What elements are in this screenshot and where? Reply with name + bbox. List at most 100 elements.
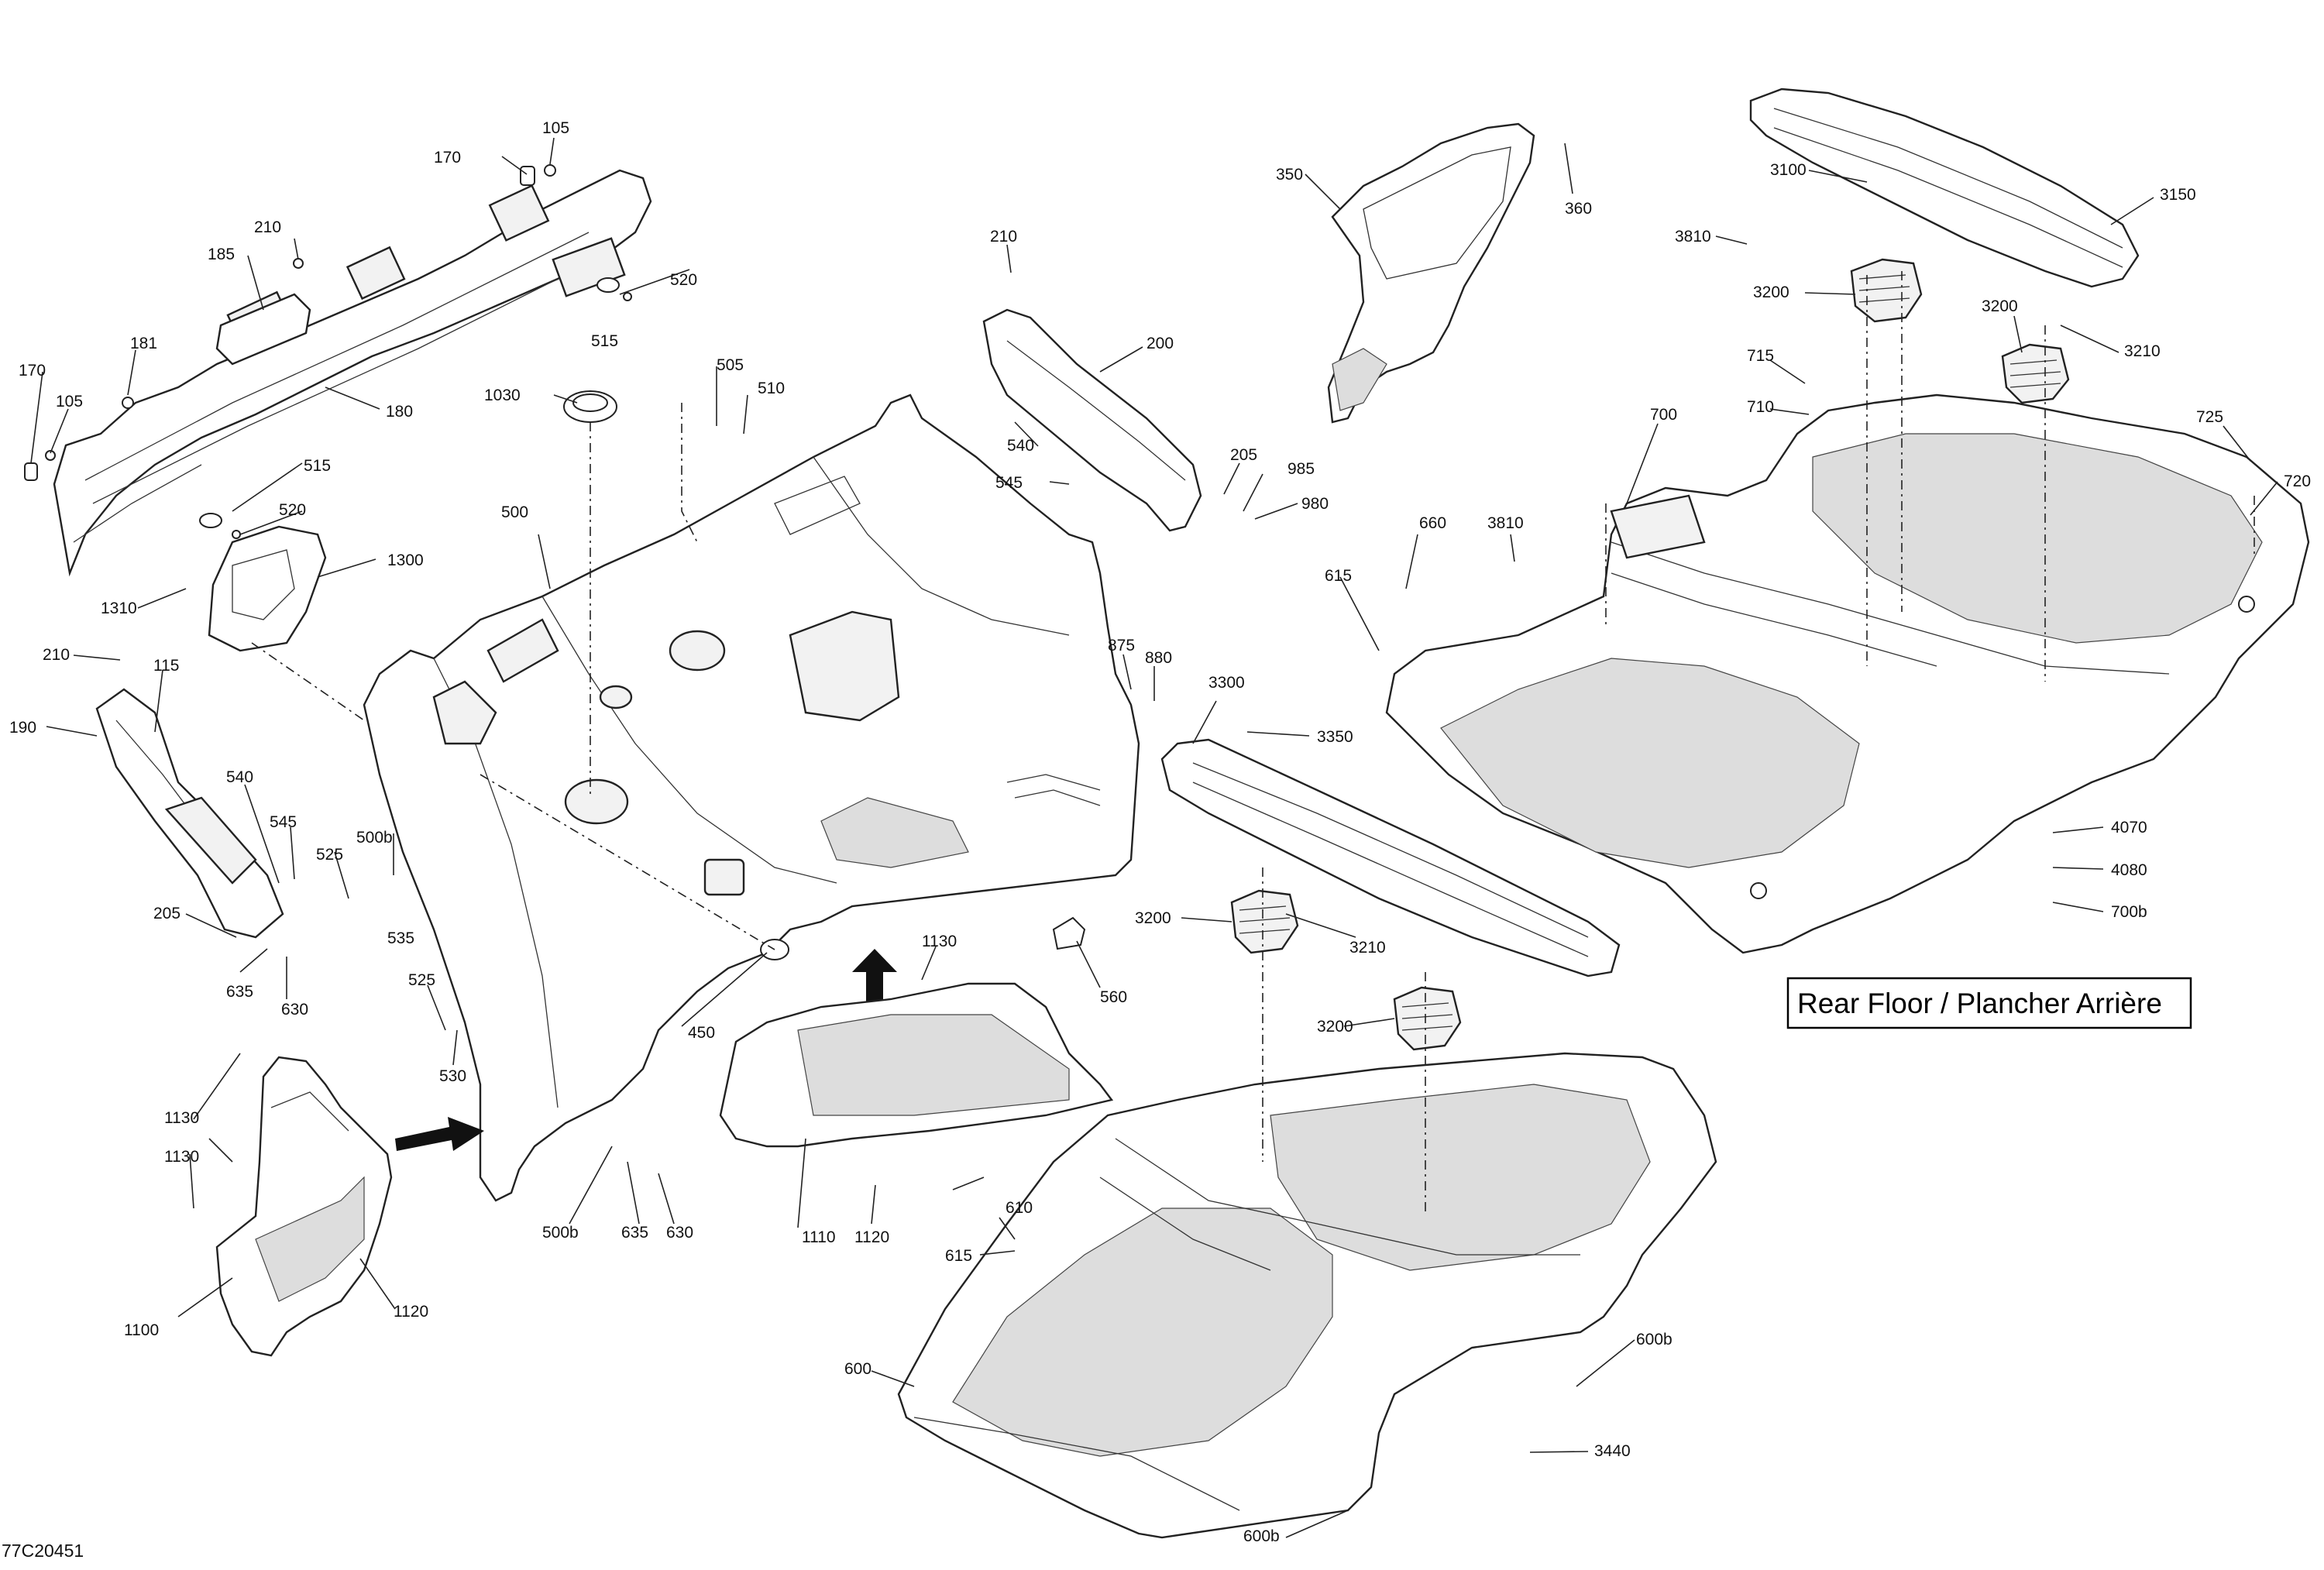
floor-part-700 [1385,393,2310,954]
callout-980: 980 [1301,495,1329,513]
bracket-part-3200-c [1230,889,1299,954]
callout-525-upper: 525 [316,846,343,864]
callout-3200-right-b: 3200 [1982,297,2018,315]
bracket-part-3200-b [2001,343,2070,404]
callout-515-upper: 515 [591,332,618,350]
callout-105-top: 105 [542,119,569,137]
callout-500b-upper: 500b [356,829,393,847]
callout-3200-center: 3200 [1135,909,1171,927]
callout-520-lower: 520 [279,501,306,519]
callout-630-left: 630 [281,1001,308,1019]
callout-520-upper: 520 [670,271,697,289]
title-box-frame [1786,977,2192,1029]
callout-505: 505 [717,356,744,374]
duct-part-1300 [208,525,327,652]
rail-part-3100 [1749,88,2140,288]
callout-540-center: 540 [1007,437,1034,455]
callout-105-left: 105 [56,393,83,411]
callout-525-lower: 525 [408,971,435,989]
title-box: Rear Floor / Plancher Arrière [1786,977,2192,1029]
callout-715: 715 [1747,347,1774,365]
callout-630-lower: 630 [666,1224,693,1242]
callout-3210-center: 3210 [1349,939,1386,957]
callout-725: 725 [2196,408,2223,426]
alignment-lines [251,271,2255,1216]
bracket-part-3200-a [1850,258,1923,323]
callout-985: 985 [1287,460,1315,478]
callout-1110: 1110 [802,1228,836,1246]
callout-190: 190 [9,719,36,737]
callout-1130-b: 1130 [164,1148,199,1166]
callout-185: 185 [208,246,235,263]
callout-210-center: 210 [990,228,1017,246]
callout-4080: 4080 [2111,861,2147,879]
callout-500: 500 [501,503,528,521]
callout-3200-lower: 3200 [1317,1018,1353,1036]
panel-part-200 [982,308,1202,532]
cap-part-1030 [563,390,617,423]
callout-3350: 3350 [1317,728,1353,746]
side-panel-part-500 [363,393,1140,1202]
callout-720: 720 [2284,472,2311,490]
callout-350: 350 [1276,166,1303,184]
callout-170-left: 170 [19,362,46,380]
callout-510: 510 [758,380,785,397]
bracket-part-185 [215,293,311,366]
callout-210-left-mid: 210 [43,646,70,664]
callout-880: 880 [1145,649,1172,667]
rail-part-3300 [1160,738,1621,977]
callout-210-left-top: 210 [254,218,281,236]
bracket-part-3200-d [1393,986,1462,1051]
callout-615-right: 615 [1325,567,1352,585]
callout-1310: 1310 [101,599,137,617]
callout-4070: 4070 [2111,819,2147,837]
callout-115: 115 [153,657,179,675]
callout-205-left: 205 [153,905,180,922]
callout-3200-right-a: 3200 [1753,283,1789,301]
callout-500b-lower: 500b [542,1224,579,1242]
callout-1100: 1100 [124,1321,159,1339]
callout-1130-center: 1130 [922,933,957,950]
callout-181: 181 [130,335,157,352]
callout-3210-right: 3210 [2124,342,2161,360]
trim-part-350 [1327,122,1535,424]
callout-545-left: 545 [270,813,297,831]
bin-part-1110 [719,982,1114,1148]
floor-part-600 [897,1052,1717,1539]
callout-530: 530 [439,1067,466,1085]
callout-205-center: 205 [1230,446,1257,464]
callout-1300: 1300 [387,551,424,569]
panel-part-190 [95,688,284,939]
callout-3300: 3300 [1208,674,1245,692]
callout-1120-center: 1120 [854,1228,889,1246]
callout-1130-a: 1130 [164,1109,199,1127]
callout-3810-top: 3810 [1675,228,1711,246]
direction-arrow-right [395,1117,484,1151]
callout-3100: 3100 [1770,161,1807,179]
callout-3810-right: 3810 [1487,514,1524,532]
callout-540-left: 540 [226,768,253,786]
callout-3150: 3150 [2160,186,2196,204]
callout-200: 200 [1147,335,1174,352]
callout-1030: 1030 [484,386,521,404]
callout-600b-right: 600b [1636,1331,1673,1348]
callout-610: 610 [1006,1199,1033,1217]
rail-part-180 [53,169,652,577]
callout-180: 180 [386,403,413,421]
callout-560: 560 [1100,988,1127,1006]
callout-615-lower: 615 [945,1247,972,1265]
title-box-text: Rear Floor / Plancher Arrière [1797,988,2162,1019]
small-hardware-group-left [24,164,632,539]
callout-535: 535 [387,929,414,947]
callout-700: 700 [1650,406,1677,424]
callout-450: 450 [688,1024,715,1042]
direction-arrow-up [852,949,897,1022]
callout-3440: 3440 [1594,1442,1631,1460]
callout-170-top: 170 [434,149,461,167]
callout-700b: 700b [2111,903,2147,921]
bin-part-1100 [215,1056,393,1357]
callout-360: 360 [1565,200,1592,218]
callout-635-left: 635 [226,983,253,1001]
callout-labels: 105 170 185 210 181 170 105 180 515 520 … [9,119,2311,1545]
